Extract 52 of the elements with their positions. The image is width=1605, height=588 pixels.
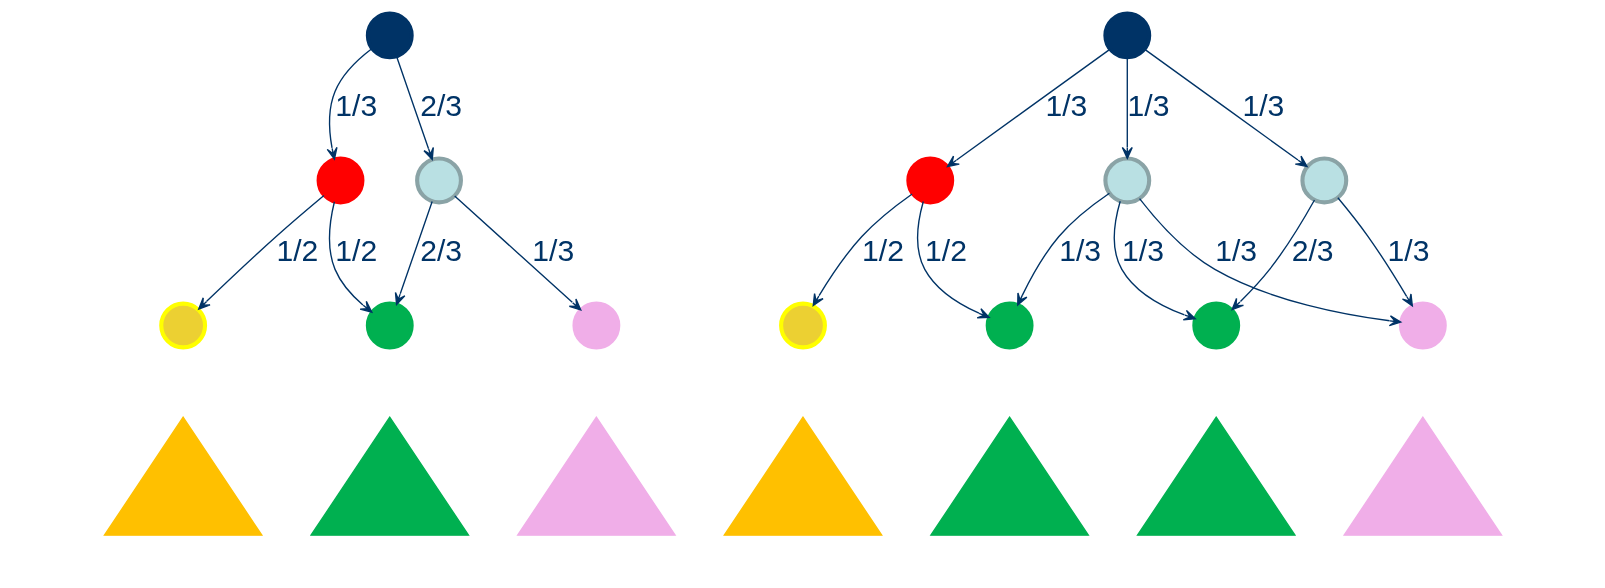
node-circle: [1191, 301, 1240, 350]
arrow: [453, 195, 581, 311]
arrow: [946, 48, 1111, 168]
arrow: [1016, 192, 1110, 306]
node-triangle: [102, 415, 263, 536]
node-triangle: [1342, 415, 1503, 536]
arrow: [394, 200, 433, 306]
arrow: [326, 48, 372, 160]
node-triangle: [309, 415, 470, 536]
arrow: [1143, 48, 1308, 168]
arrow: [1113, 200, 1196, 321]
edge-label: 1/3: [1387, 233, 1429, 267]
edge-label: 2/3: [419, 233, 462, 267]
edge-label: 2/3: [419, 88, 462, 122]
edge-label: 1/3: [1044, 88, 1087, 122]
node-triangle: [1135, 415, 1296, 536]
edge-label: 1/2: [275, 233, 318, 267]
node-circle: [985, 301, 1034, 350]
edge-label: 1/3: [1058, 233, 1101, 267]
node-circle: [1398, 301, 1447, 350]
arrow: [1138, 197, 1401, 327]
edge-label: 1/3: [334, 88, 377, 122]
arrow: [1336, 197, 1413, 307]
arrow: [328, 201, 372, 313]
node-circle: [778, 301, 827, 350]
node-circle: [414, 156, 463, 205]
node-circle: [905, 156, 954, 205]
edge-label: 1/3: [1214, 233, 1257, 267]
node-circle: [365, 301, 414, 350]
edge-label: 1/3: [1242, 88, 1284, 122]
edge-label: 1/3: [1121, 233, 1164, 267]
node-triangle: [515, 415, 676, 536]
arrow: [1230, 199, 1315, 311]
edge-label: 1/2: [334, 233, 377, 267]
node-circle: [365, 11, 414, 60]
edge-label: 1/3: [531, 233, 574, 267]
node-triangle: [722, 415, 883, 536]
node-circle: [571, 301, 620, 350]
arrow: [395, 55, 434, 161]
node-circle: [158, 301, 207, 350]
arrow: [1121, 57, 1133, 160]
edge-label: 1/2: [924, 233, 967, 267]
node-circle: [1102, 156, 1151, 205]
edge-label: 1/2: [861, 233, 904, 267]
arrow: [197, 194, 325, 310]
node-triangle: [929, 415, 1090, 536]
arrow: [812, 193, 913, 307]
edge-label: 1/3: [1127, 88, 1169, 122]
node-circle: [316, 156, 364, 205]
edge-label: 2/3: [1291, 233, 1334, 267]
node-circle: [1299, 156, 1348, 205]
node-circle: [1102, 11, 1151, 60]
